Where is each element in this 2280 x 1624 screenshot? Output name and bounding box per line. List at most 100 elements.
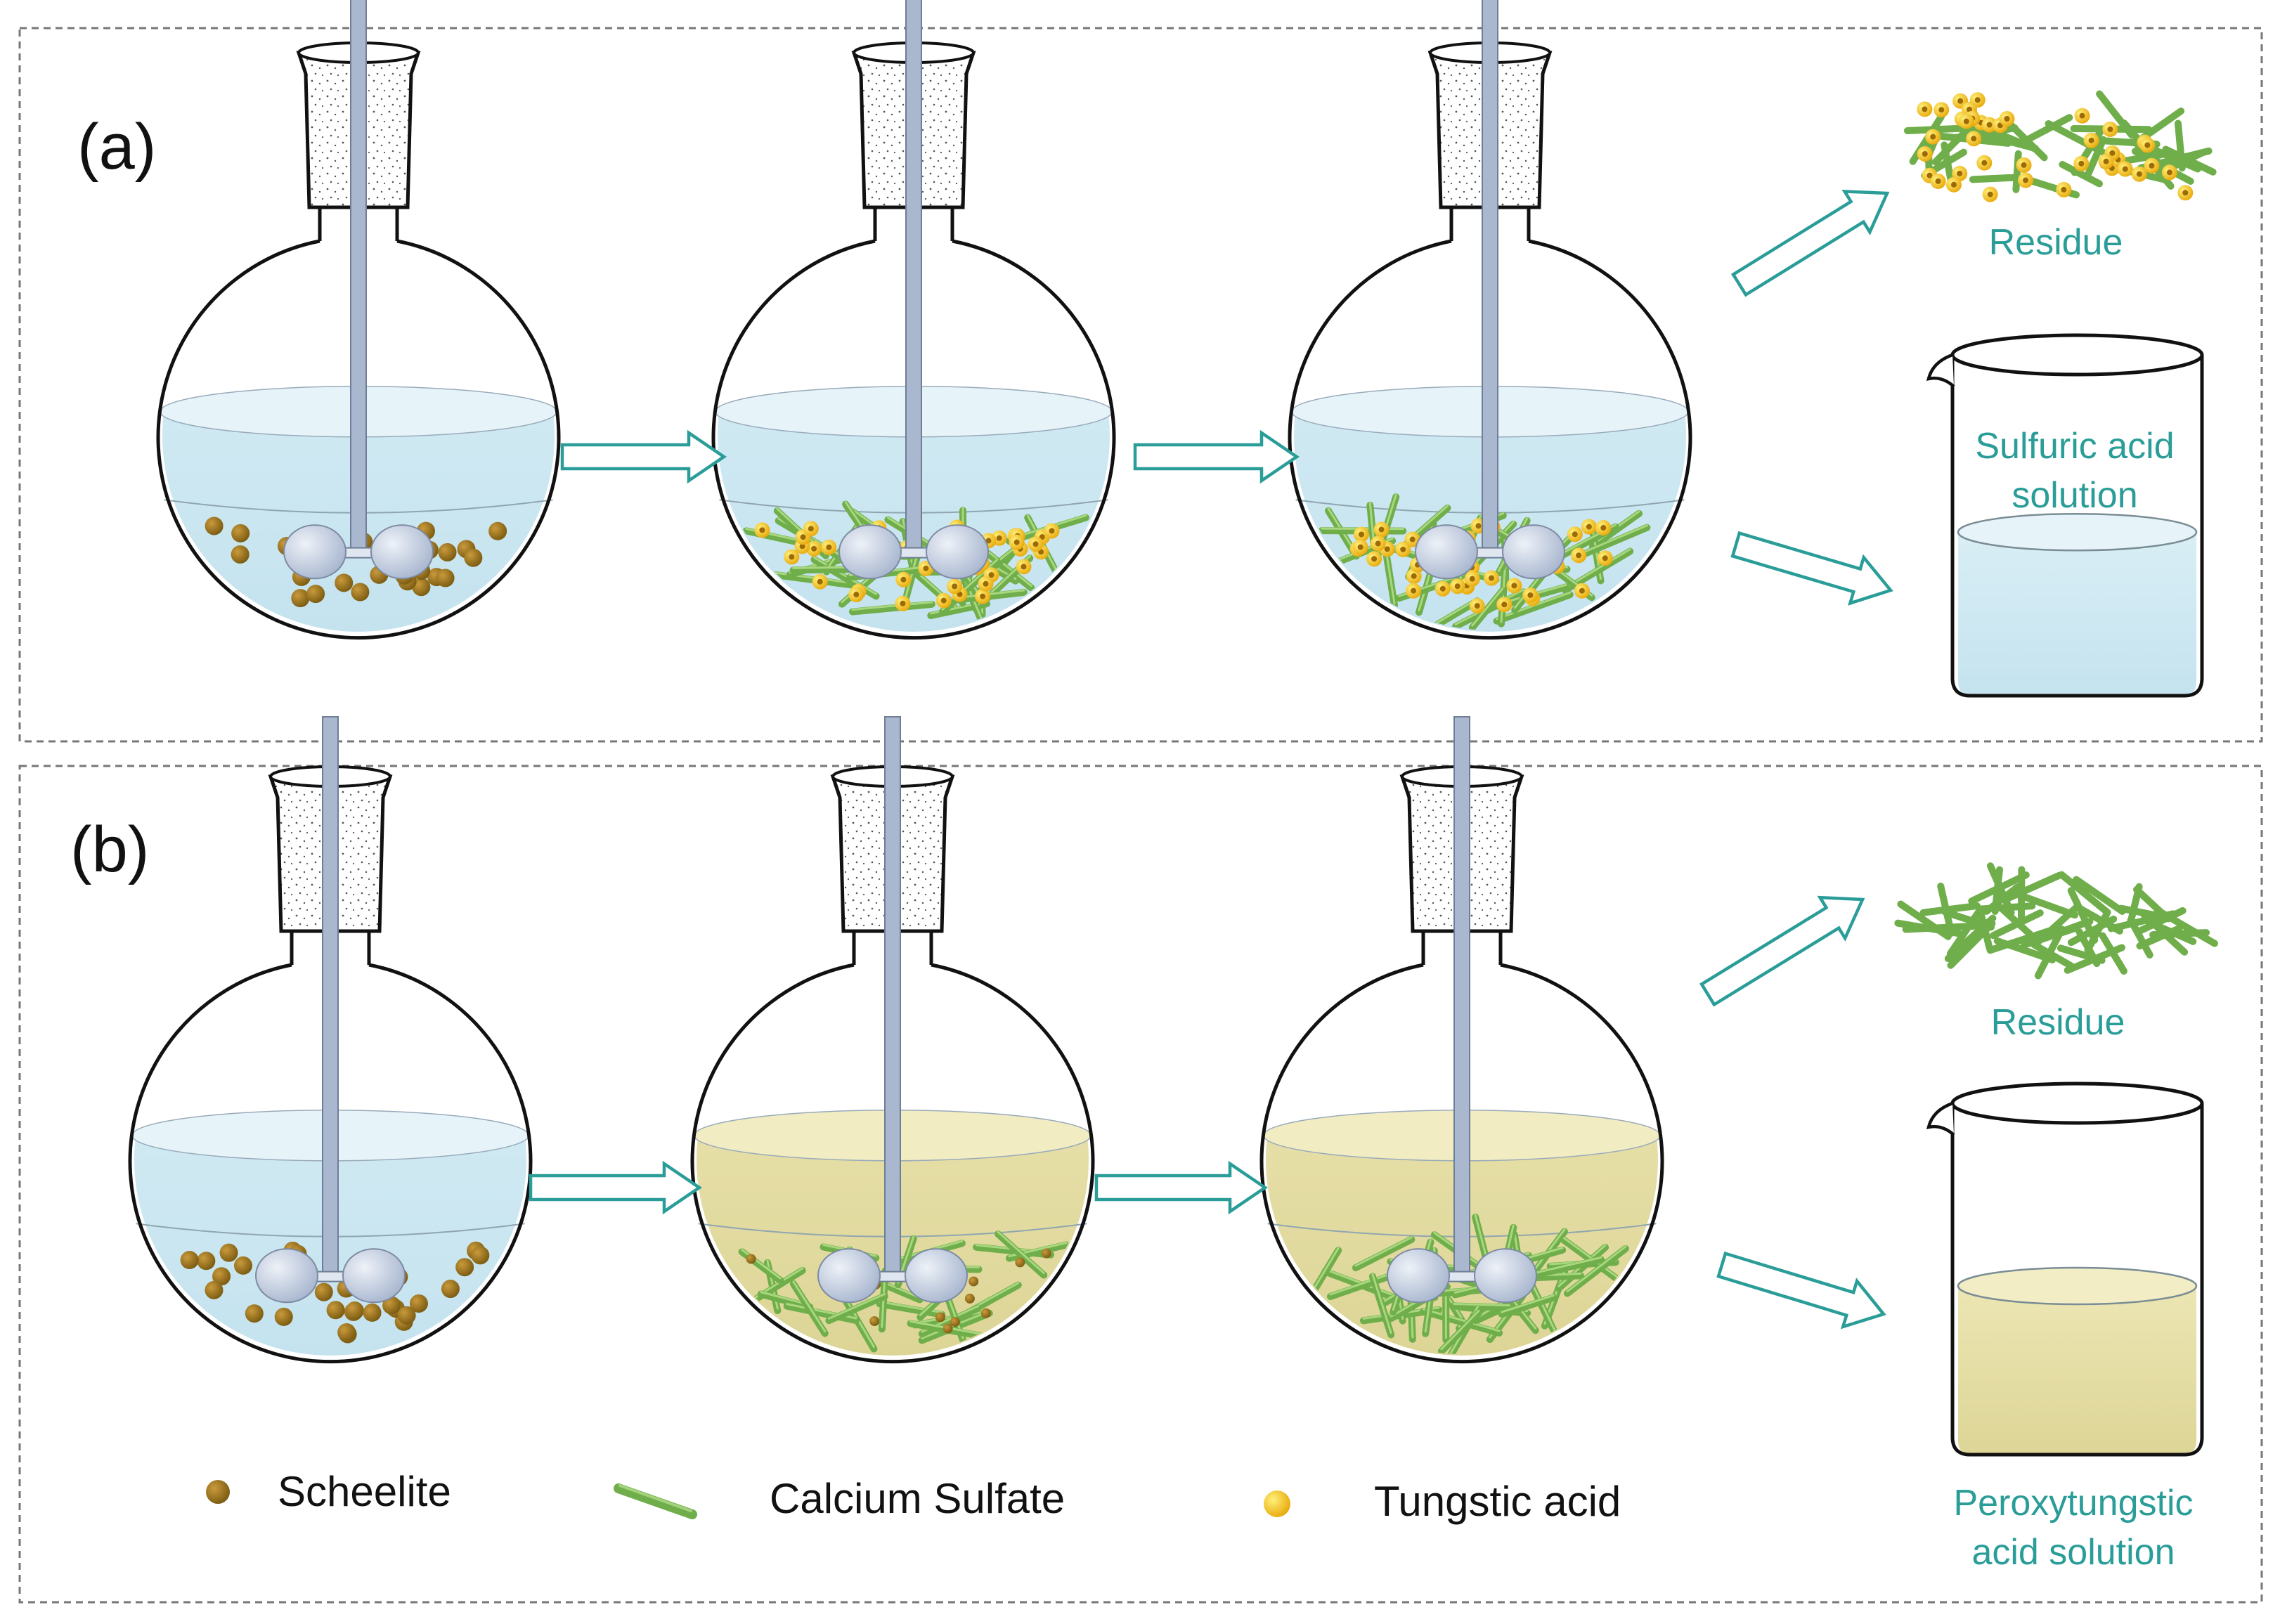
tungstic-acid-core <box>826 545 831 550</box>
tungstic-acid-core <box>1440 586 1446 592</box>
legend-scheelite-marker <box>206 1480 230 1504</box>
arrow-a1 <box>562 433 724 481</box>
tungstic-acid-core <box>1400 547 1406 552</box>
legend-tungstic-acid-label: Tungstic acid <box>1374 1478 1621 1525</box>
stirrer-shaft <box>1454 717 1470 1280</box>
tungstic-acid-core <box>1014 540 1020 545</box>
arrow-a2-shape <box>1135 433 1297 481</box>
stirrer-shaft <box>351 0 366 556</box>
tungstic-acid-core <box>1385 546 1390 552</box>
tungstic-acid-core <box>1936 178 1941 184</box>
tungstic-acid-core <box>2107 126 2113 132</box>
tungstic-acid-core <box>1410 537 1416 543</box>
tungstic-acid-core <box>2023 177 2028 183</box>
scheelite-particle <box>363 1304 382 1322</box>
tungstic-acid-core <box>1489 576 1494 581</box>
tungstic-acid-core <box>1033 541 1039 547</box>
scheelite-particle <box>471 1246 489 1264</box>
scheelite-particle <box>464 549 482 567</box>
tungstic-acid-core <box>989 572 995 578</box>
stirrer-shaft <box>1482 0 1498 556</box>
tungstic-acid-core <box>1359 531 1364 537</box>
arrow-b2-shape <box>1096 1164 1265 1211</box>
scheelite-particle-small <box>965 1294 975 1304</box>
beaker-rim <box>1952 335 2202 375</box>
calcium-sulfate-rod <box>2130 887 2139 923</box>
tungstic-acid-core <box>1579 588 1585 594</box>
scheelite-particle <box>231 524 250 543</box>
tungstic-acid-core <box>1470 576 1475 582</box>
tungstic-acid-core <box>1379 527 1385 533</box>
scheelite-particle-small <box>746 1254 756 1264</box>
scheelite-particle <box>306 585 325 603</box>
tungstic-acid-core <box>1602 555 1608 561</box>
legend-calcium-sulfate-marker <box>618 1488 692 1514</box>
beaker-liquid-surface <box>1958 1268 2196 1304</box>
scheelite-particle <box>327 1301 345 1319</box>
beaker-a-label-line1: Sulfuric acid <box>1975 426 2174 467</box>
scheelite-particle <box>441 1280 460 1298</box>
tungstic-acid-core <box>1981 160 1987 166</box>
tungstic-acid-core <box>2182 190 2188 195</box>
beaker-b <box>1929 1084 2202 1455</box>
tungstic-acid-core <box>1572 531 1578 537</box>
scheelite-particle-small <box>1042 1249 1051 1259</box>
scheelite-particle <box>234 1256 252 1275</box>
calcium-sulfate-rod <box>2061 948 2102 960</box>
scheelite-particle <box>220 1244 238 1262</box>
legend-scheelite-label: Scheelite <box>278 1468 451 1515</box>
arrow-b2 <box>1096 1164 1265 1211</box>
tungstic-acid-core <box>1375 540 1381 546</box>
impeller-blade-left <box>818 1249 880 1302</box>
calcium-sulfate-rod <box>1924 906 1977 913</box>
tungstic-acid-core <box>789 554 794 559</box>
tungstic-acid-core <box>2104 159 2109 164</box>
tungstic-acid-core <box>1049 528 1054 533</box>
round-bottom-flask-0-0 <box>158 0 559 638</box>
tungstic-acid-core <box>1475 523 1481 528</box>
calcium-sulfate-rod <box>2016 154 2018 190</box>
beaker-spout <box>1929 1103 1954 1135</box>
tungstic-acid-core <box>1475 603 1480 609</box>
tungstic-acid-core <box>900 577 906 583</box>
tungstic-acid-core <box>1371 556 1377 561</box>
tungstic-acid-core <box>2167 169 2172 175</box>
residue-pile-b <box>1898 866 2215 975</box>
residue-b-label: Residue <box>1991 1002 2125 1043</box>
tungstic-acid-core <box>1358 545 1364 550</box>
impeller-blade-left <box>284 525 346 578</box>
arrow-a-beaker-shape <box>1729 521 1897 613</box>
scheelite-particle <box>205 517 224 535</box>
beaker-liquid-surface <box>1958 514 2196 550</box>
calcium-sulfate-rod <box>2178 124 2182 169</box>
flasks-layer <box>130 0 1690 1368</box>
tungstic-acid-core <box>941 598 947 604</box>
scheelite-particle <box>337 1323 356 1342</box>
tungstic-acid-core <box>2004 116 2009 122</box>
tungstic-acid-core <box>1957 98 1963 104</box>
round-bottom-flask-0-2 <box>1290 0 1690 638</box>
impeller-blade-right <box>1475 1249 1536 1302</box>
beaker-b-label-line2: acid solution <box>1971 1532 2175 1573</box>
legend-tungstic-acid-marker <box>1264 1490 1290 1517</box>
tungstic-acid-core <box>1021 564 1026 569</box>
stirrer-shaft <box>323 717 338 1280</box>
panel-b-label: (b) <box>70 814 149 885</box>
beaker-liquid <box>1958 532 2196 696</box>
arrow-a-beaker <box>1729 521 1897 613</box>
arrow-b1-shape <box>531 1164 699 1211</box>
tungstic-acid-core <box>900 601 905 606</box>
scheelite-particle-small <box>981 1308 991 1318</box>
tungstic-acid-core <box>1501 602 1507 607</box>
arrow-b1 <box>531 1164 699 1211</box>
tungstic-acid-core <box>952 583 957 589</box>
impeller-blade-left <box>839 525 901 578</box>
tungstic-acid-core <box>997 535 1002 541</box>
scheelite-particle <box>436 569 455 587</box>
beaker-rim <box>1952 1084 2202 1123</box>
residue-pile-a <box>1907 92 2213 202</box>
stirrer-shaft <box>885 717 900 1280</box>
scheelite-particle-small <box>950 1317 960 1327</box>
scheelite-particle <box>346 1301 364 1320</box>
scheelite-particle <box>455 1258 474 1276</box>
